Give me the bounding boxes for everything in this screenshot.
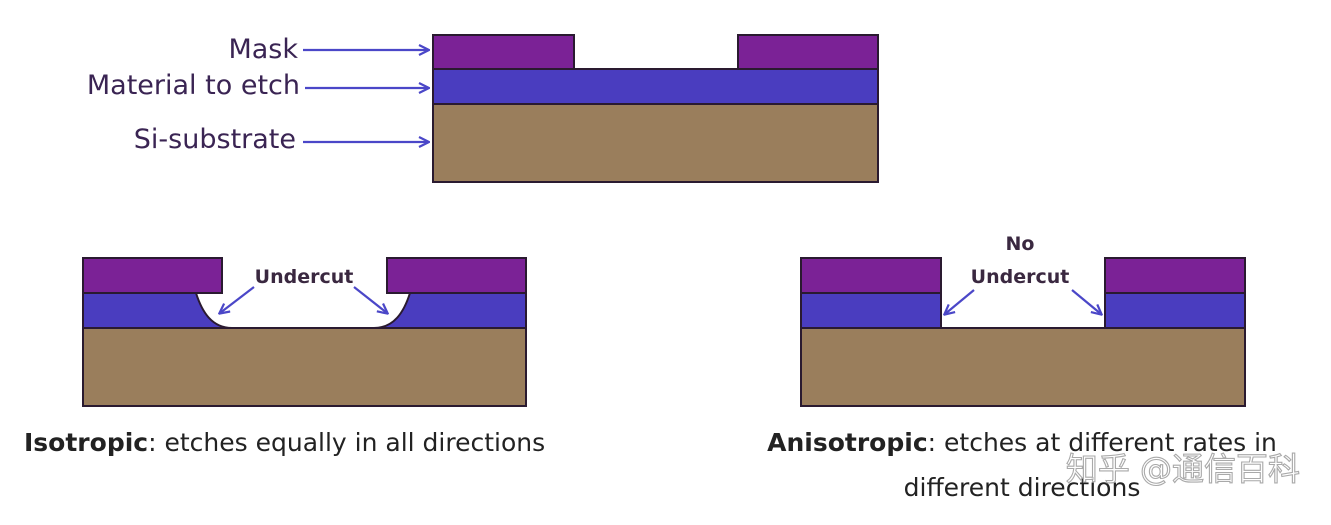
no-undercut-arrow-left [945,289,975,314]
undercut-arrow-left [220,286,255,313]
aniso-mask-right [1104,257,1246,294]
mask-label: Mask [228,34,298,65]
material-label: Material to etch [87,70,300,101]
aniso-material-left [800,292,942,329]
isotropic-caption-rest: : etches equally in all directions [148,428,545,457]
top-substrate [432,103,879,183]
undercut-label: Undercut [255,266,354,288]
substrate-label: Si-substrate [134,124,296,155]
no-undercut-label: Undercut [971,266,1070,288]
aniso-material-right [1104,292,1246,329]
isotropic-structure [82,257,527,407]
iso-mask-right [386,257,527,294]
undercut-arrow-right [353,286,387,313]
no-label: No [1006,233,1035,255]
anisotropic-caption-bold: Anisotropic [767,428,928,457]
top-mask-right [737,34,879,70]
anisotropic-caption-rest: : etches at different rates in [928,428,1277,457]
anisotropic-caption-line2: different directions [904,473,1141,502]
iso-mask-left [82,257,223,294]
iso-substrate [82,327,527,407]
watermark: 知乎 @通信百科 [1066,450,1300,488]
anisotropic-structure [800,257,1246,407]
no-undercut-arrow-right [1071,289,1101,314]
top-structure [432,34,879,183]
isotropic-caption-bold: Isotropic [24,428,148,457]
aniso-substrate [800,327,1246,407]
iso-material-layer [82,292,527,329]
top-material-layer [432,68,879,105]
anisotropic-caption-line1: Anisotropic: etches at different rates i… [767,428,1277,457]
aniso-mask-left [800,257,942,294]
top-mask-left [432,34,575,70]
isotropic-caption: Isotropic: etches equally in all directi… [24,428,545,457]
